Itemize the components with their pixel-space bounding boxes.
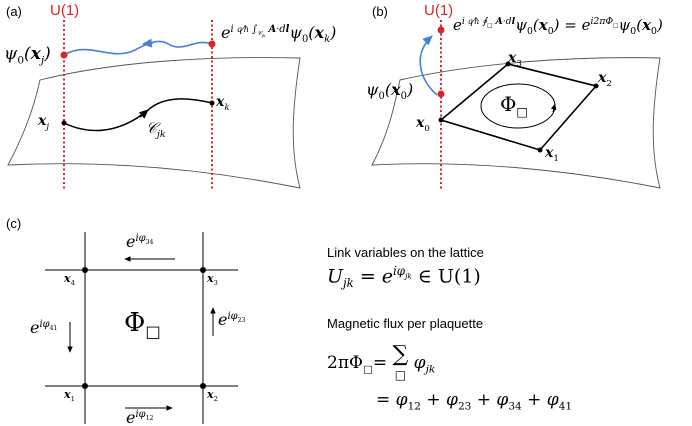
xj-label: xj (38, 113, 50, 132)
point-x2 (593, 83, 599, 89)
x1-label-b: x1 (545, 145, 559, 164)
u1-label-b: U(1) (424, 2, 454, 19)
surface-sheet-a (7, 57, 301, 189)
lattice-x2 (200, 383, 206, 389)
point-xk (209, 100, 215, 106)
point-psi-j (60, 51, 68, 59)
psi-xj-label: ψ0(xj) (4, 44, 51, 67)
u1-label-a: U(1) (50, 2, 80, 19)
flux-label-c: Φ□ (124, 308, 161, 342)
phase-label-b: ei q⁄ħ ∮□ A·dlψ0(x0) = ei2πΦ□ψ0(x0) (453, 16, 663, 37)
x4-label-c: x4 (64, 272, 75, 288)
flux-equation-2: = φ12 + φ23 + φ34 + φ41 (376, 390, 573, 413)
x1-label-c: x1 (64, 388, 75, 404)
panel-a (7, 20, 301, 190)
panel-c (45, 232, 238, 424)
flux-circle-arrow-b (550, 103, 557, 113)
point-psi-x0-b (437, 90, 445, 98)
x3-label-b: x3 (508, 50, 522, 69)
link-heading: Link variables on the lattice (327, 245, 484, 260)
path-cjk (63, 98, 213, 132)
flux-heading: Magnetic flux per plaquette (327, 316, 484, 331)
bottom-link-label: eiφ12 (126, 408, 154, 426)
panel-b (371, 20, 661, 190)
flux-label-b: Φ□ (500, 92, 529, 119)
point-x0 (438, 117, 444, 123)
flux-equation-1: 2πΦ□= ∑□ φjk (327, 342, 436, 382)
xk-label: xk (216, 94, 230, 113)
x2-label-b: x2 (598, 70, 612, 89)
blue-loop-arrow-b (419, 35, 438, 96)
lattice-x4 (82, 267, 88, 273)
left-link-label: eiφ41 (30, 318, 58, 337)
point-psi-top-b (437, 26, 445, 34)
panel-c-tag: (c) (6, 216, 22, 231)
x2-label-c: x2 (207, 388, 218, 404)
blue-path-a (63, 40, 213, 56)
panel-a-tag: (a) (6, 4, 22, 19)
panel-b-tag: (b) (372, 4, 388, 19)
point-psi-k (208, 40, 216, 48)
phase-label-a: ei q⁄ħ ∫𝒞jk A·dlψ0(xk) (221, 23, 337, 46)
x0-label: x0 (416, 115, 430, 134)
surface-sheet-b (371, 57, 661, 189)
point-x3 (505, 61, 511, 67)
right-link-label: eiφ23 (218, 310, 246, 329)
point-x1 (537, 147, 543, 153)
lattice-x3 (200, 267, 206, 273)
top-link-label: eiφ34 (126, 232, 154, 251)
link-equation: Ujk = eiφjk ∈ U(1) (327, 264, 481, 291)
cjk-label: 𝒞jk (146, 119, 166, 140)
lattice-x1 (82, 383, 88, 389)
psi-x0-label: ψ0(x0) (366, 80, 414, 103)
point-xj (61, 120, 67, 126)
x3-label-c: x3 (207, 272, 218, 288)
blue-arrowhead-a (141, 38, 154, 48)
path-cjk-arrow (138, 109, 149, 119)
